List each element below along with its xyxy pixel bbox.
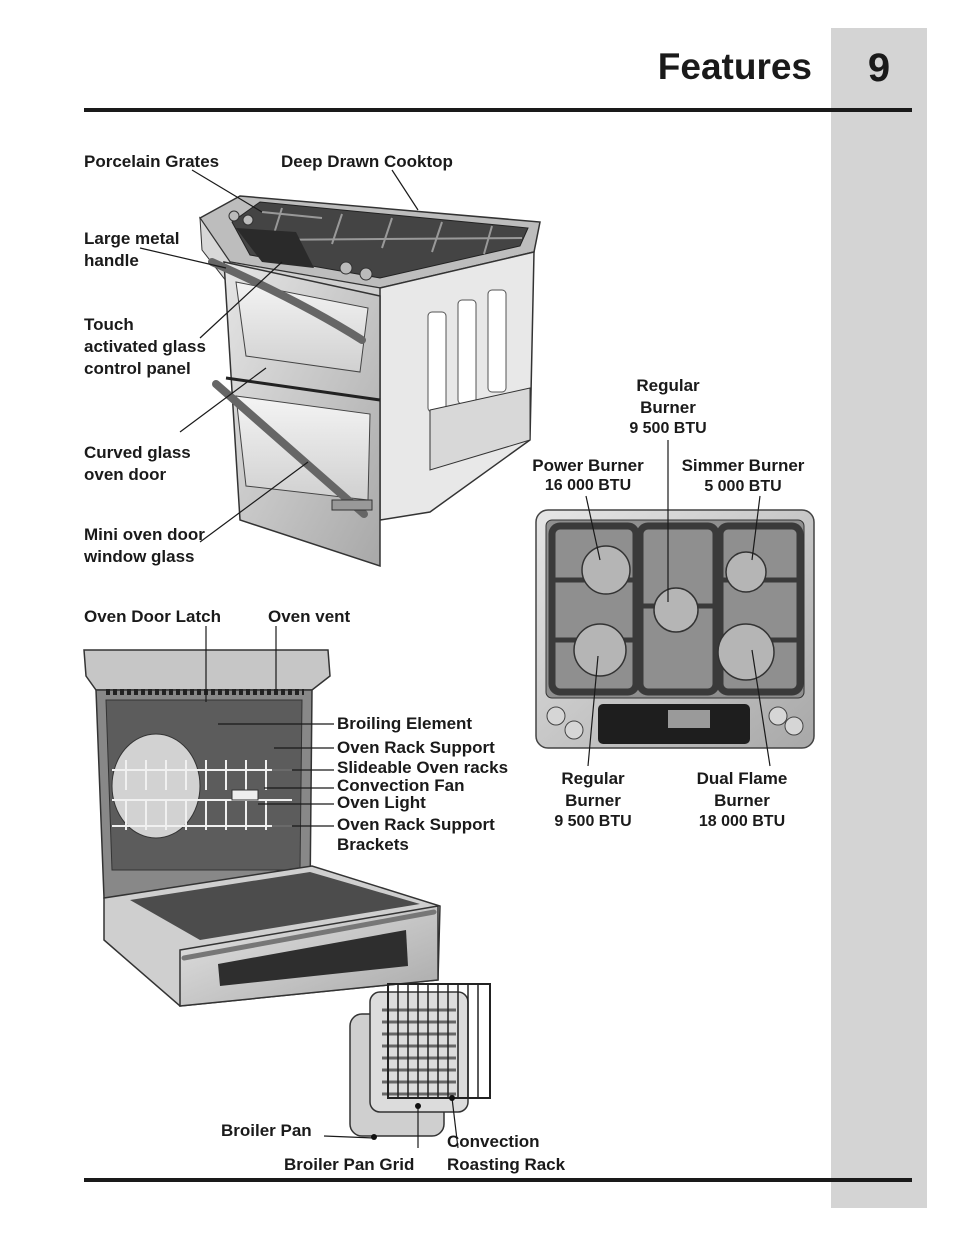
side-tab [831, 28, 927, 1208]
broiler-pan-illustration [349, 983, 491, 1137]
btu-power-burner: 16 000 BTU [544, 477, 632, 494]
btu-dual-flame-burner: 18 000 BTU [698, 813, 786, 830]
label-curved-glass-door: Curved glass oven door [84, 443, 191, 484]
label-deep-drawn-cooktop: Deep Drawn Cooktop [281, 152, 453, 171]
label-convection-fan: Convection Fan [337, 776, 465, 795]
label-regular-burner-bottom: Regular Burner [561, 769, 625, 810]
btu-regular-burner-bottom: 9 500 BTU [554, 813, 632, 830]
label-porcelain-grates: Porcelain Grates [84, 152, 220, 171]
cooktop-illustration [535, 509, 815, 749]
label-broiler-pan: Broiler Pan [221, 1121, 312, 1140]
label-simmer-burner: Simmer Burner [681, 456, 805, 475]
label-regular-burner-top: Regular Burner [636, 376, 700, 417]
label-slideable-oven-racks: Slideable Oven racks [337, 758, 509, 777]
label-broiler-pan-grid: Broiler Pan Grid [284, 1155, 415, 1174]
pan-leaders [323, 1097, 459, 1149]
label-touch-panel: Touch activated glass control panel [84, 315, 206, 378]
range-leaders [139, 169, 419, 543]
label-power-burner: Power Burner [532, 456, 644, 475]
cooktop-leaders [585, 440, 771, 767]
range-illustration [198, 195, 541, 568]
header-rule [84, 108, 912, 112]
page-number: 9 [867, 46, 891, 90]
label-oven-light: Oven Light [337, 793, 426, 812]
label-large-metal-handle: Large metal handle [84, 229, 180, 270]
label-broiling-element: Broiling Element [337, 714, 473, 733]
btu-simmer-burner: 5 000 BTU [704, 478, 782, 495]
oven-leaders [205, 626, 334, 827]
label-oven-rack-support: Oven Rack Support [337, 738, 495, 757]
pan-leader-dots [371, 1095, 455, 1140]
label-convection-roasting-rack: Convection Roasting Rack [447, 1132, 566, 1174]
label-mini-oven-glass: Mini oven door window glass [84, 525, 205, 566]
btu-regular-burner-top: 9 500 BTU [629, 420, 707, 437]
page-title: Features [657, 46, 812, 87]
label-oven-door-latch: Oven Door Latch [84, 607, 221, 626]
label-dual-flame-burner: Dual Flame Burner [696, 769, 788, 810]
label-oven-vent: Oven vent [268, 607, 351, 626]
footer-rule [84, 1178, 912, 1182]
label-oven-rack-support-brackets: Oven Rack Support Brackets [337, 815, 495, 854]
oven-interior-illustration [83, 649, 441, 1007]
